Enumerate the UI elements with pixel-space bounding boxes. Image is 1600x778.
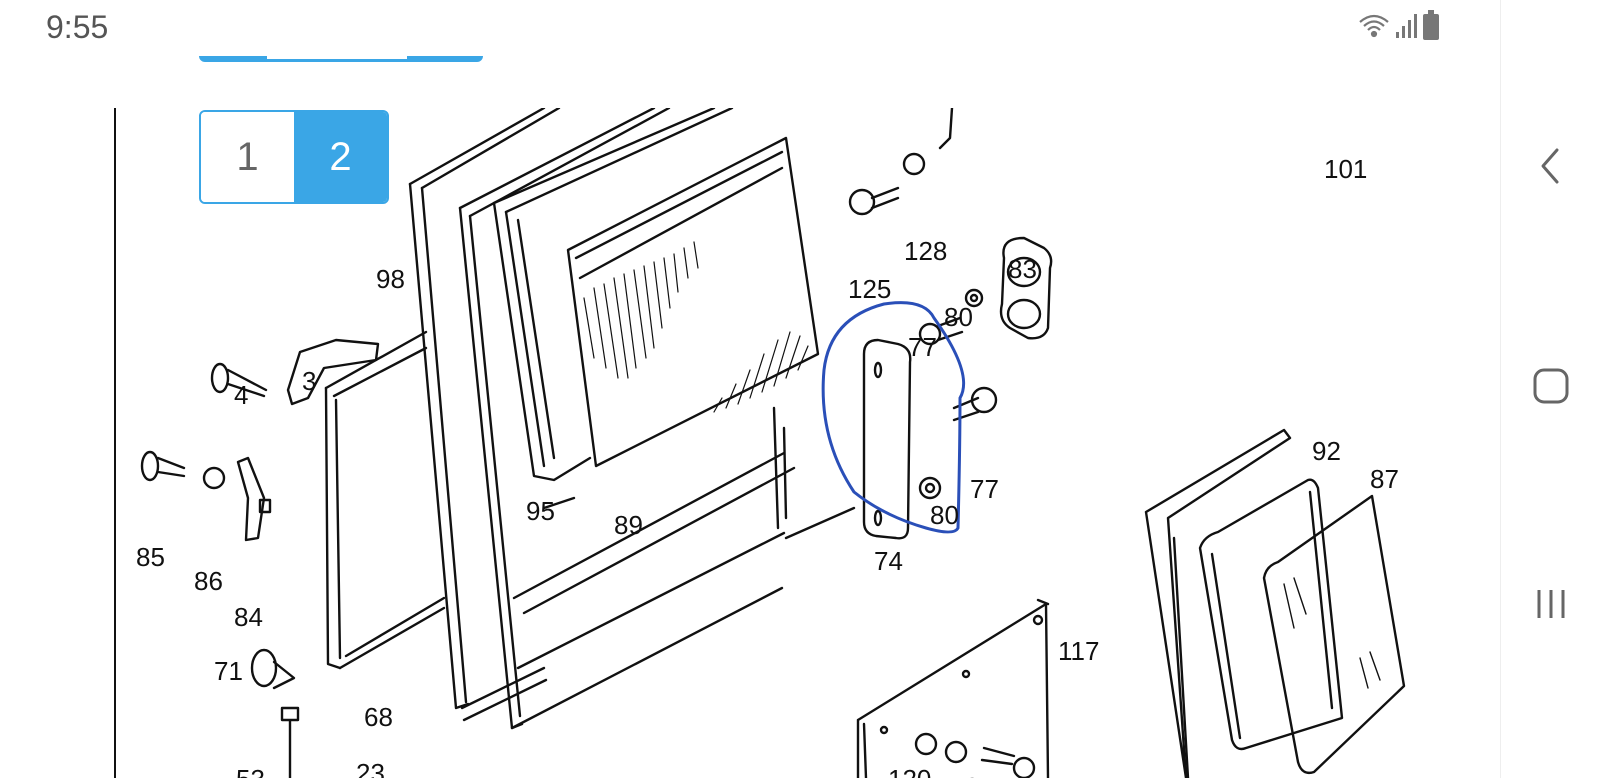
part-label: 80 [944,302,973,332]
door-panel [408,108,561,722]
glass-reflection [1283,577,1381,689]
back-icon[interactable] [1521,136,1581,196]
part-label: 92 [1312,436,1341,466]
door-frame [458,108,796,730]
part-label: 74 [874,546,903,576]
page-selector: 1 2 [199,110,389,204]
annotation-circle [821,301,966,534]
window-glass [492,108,820,482]
parts-left [140,338,380,778]
part-label: 26 [404,776,433,778]
part-label: 98 [376,264,405,294]
status-bar: 9:55 [0,0,1500,56]
main-content: 101 128 125 98 83 80 77 4 3 77 80 92 87 … [0,56,1500,778]
part-label: 84 [234,602,263,632]
part-label: 77 [970,474,999,504]
recents-icon[interactable] [1521,574,1581,634]
parts-diagram: 101 128 125 98 83 80 77 4 3 77 80 92 87 … [114,108,1492,778]
mounting-plate [856,598,1050,778]
part-label: 23 [356,758,385,778]
part-label: 87 [1370,464,1399,494]
small-window-frame [324,330,446,670]
wifi-icon [1359,14,1389,38]
rear-window [1144,428,1406,778]
part-label: 85 [136,542,165,572]
part-label: 89 [614,510,643,540]
page-button-1[interactable]: 1 [201,112,294,202]
part-label: 95 [526,496,555,526]
part-label: 80 [930,500,959,530]
part-label: 4 [234,380,248,410]
tab-strip[interactable] [199,56,483,62]
signal-icon [1396,14,1417,38]
bolts-right [848,108,998,500]
part-label: 71 [214,656,243,686]
door-lower-panel [772,406,856,540]
part-label: 77 [908,332,937,362]
battery-icon [1423,10,1439,40]
status-time: 9:55 [46,9,109,45]
home-icon[interactable] [1521,356,1581,416]
door-handle [862,338,912,540]
rubber-buffer [999,236,1053,340]
part-label: 3 [302,366,316,396]
part-label: 68 [364,702,393,732]
page-button-2[interactable]: 2 [294,112,387,202]
part-labels: 101 128 125 98 83 80 77 4 3 77 80 92 87 … [136,154,1399,778]
part-label: 53 [236,764,265,778]
part-label: 119 [938,772,979,778]
status-icons [1359,10,1439,40]
part-label: 101 [1324,154,1367,184]
glass-hatching [583,241,809,413]
part-label: 128 [904,236,947,266]
part-label: 125 [848,274,891,304]
navigation-bar [1500,0,1600,778]
part-label: 120 [888,764,931,778]
part-label: 86 [194,566,223,596]
part-label: 117 [1058,636,1099,666]
part-label: 83 [1008,254,1037,284]
